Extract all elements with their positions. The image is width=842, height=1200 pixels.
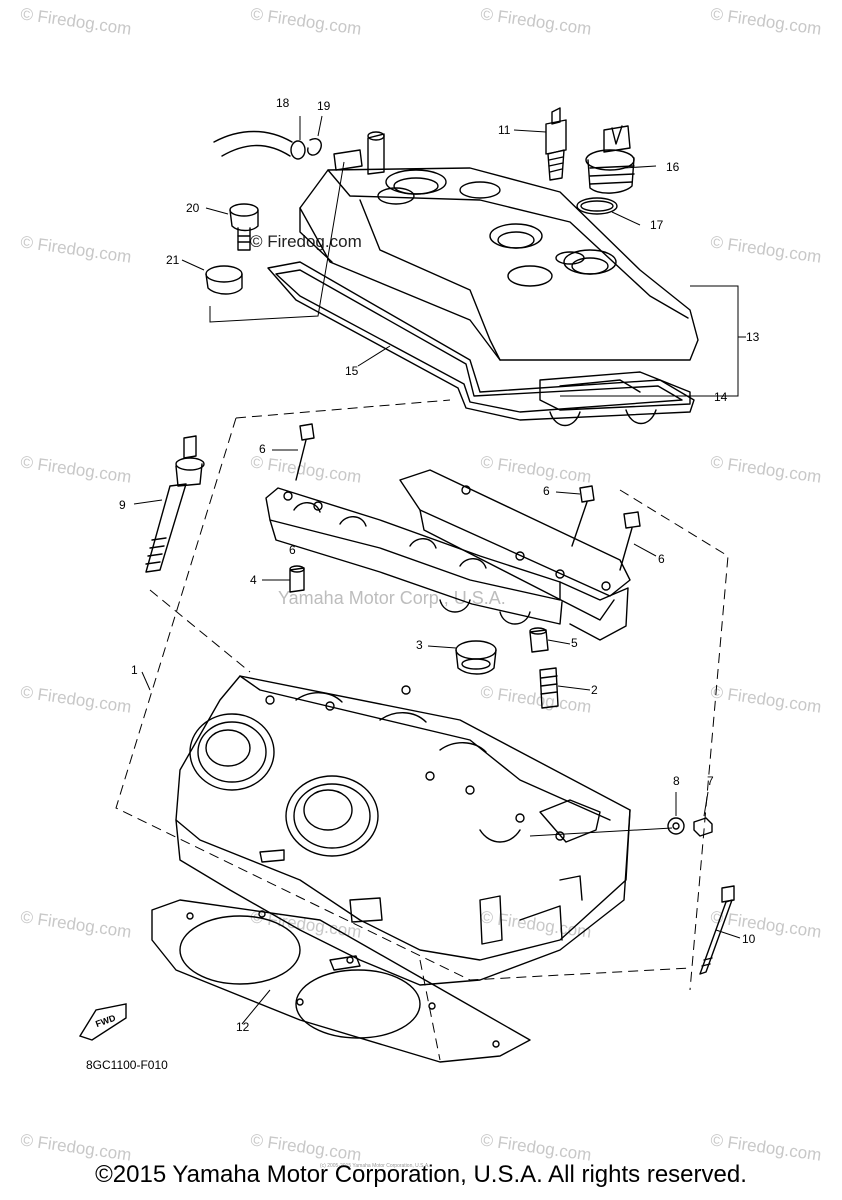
callout-1: 1	[131, 663, 138, 677]
callout-3: 3	[416, 638, 423, 652]
head-bolt-short	[699, 885, 735, 975]
callout-6: 6	[289, 543, 296, 557]
callout-6: 6	[259, 442, 266, 456]
watermark-center: Yamaha Motor Corp., U.S.A.	[278, 588, 506, 608]
callout-5: 5	[571, 636, 578, 650]
callout-11: 11	[498, 123, 511, 137]
head-cover-gasket	[267, 261, 695, 421]
callout-14: 14	[714, 390, 728, 404]
cylinder-head	[175, 675, 631, 986]
callout-17: 17	[650, 218, 664, 232]
head-bolt-long	[145, 435, 205, 573]
callout-15: 15	[345, 364, 359, 378]
cylinder-head-cover	[299, 131, 699, 427]
callout-18: 18	[276, 96, 290, 110]
callout-16: 16	[666, 160, 680, 174]
camshaft-cap-assembly	[265, 469, 631, 641]
cam-cap-bolts	[295, 423, 641, 571]
callout-8: 8	[673, 774, 680, 788]
callout-21: 21	[166, 253, 180, 267]
callout-2: 2	[591, 683, 598, 697]
oil-filler-cap	[576, 125, 635, 215]
watermark-inline: © Firedog.com	[250, 232, 362, 251]
diagram-code: 8GC1100-F010	[86, 1058, 168, 1072]
spark-plug	[545, 107, 567, 181]
fwd-arrow-icon: FWD	[78, 1003, 127, 1041]
callout-6: 6	[658, 552, 665, 566]
callout-10: 10	[742, 932, 756, 946]
callout-13: 13	[746, 330, 760, 344]
small-parts	[289, 565, 713, 837]
callout-4: 4	[250, 573, 257, 587]
cover-bolt	[205, 203, 259, 295]
callout-6: 6	[543, 484, 550, 498]
copyright-footer: ©2015 Yamaha Motor Corporation, U.S.A. A…	[95, 1161, 747, 1188]
callout-9: 9	[119, 498, 126, 512]
callout-20: 20	[186, 201, 200, 215]
cylinder-head-gasket	[151, 899, 531, 1063]
tiny-copyright: (c) 2005-2015 Yamaha Motor Corporation, …	[320, 1163, 430, 1169]
callout-19: 19	[317, 99, 331, 113]
breather-hose	[213, 130, 322, 160]
callout-7: 7	[707, 774, 714, 788]
callout-12: 12	[236, 1020, 250, 1034]
